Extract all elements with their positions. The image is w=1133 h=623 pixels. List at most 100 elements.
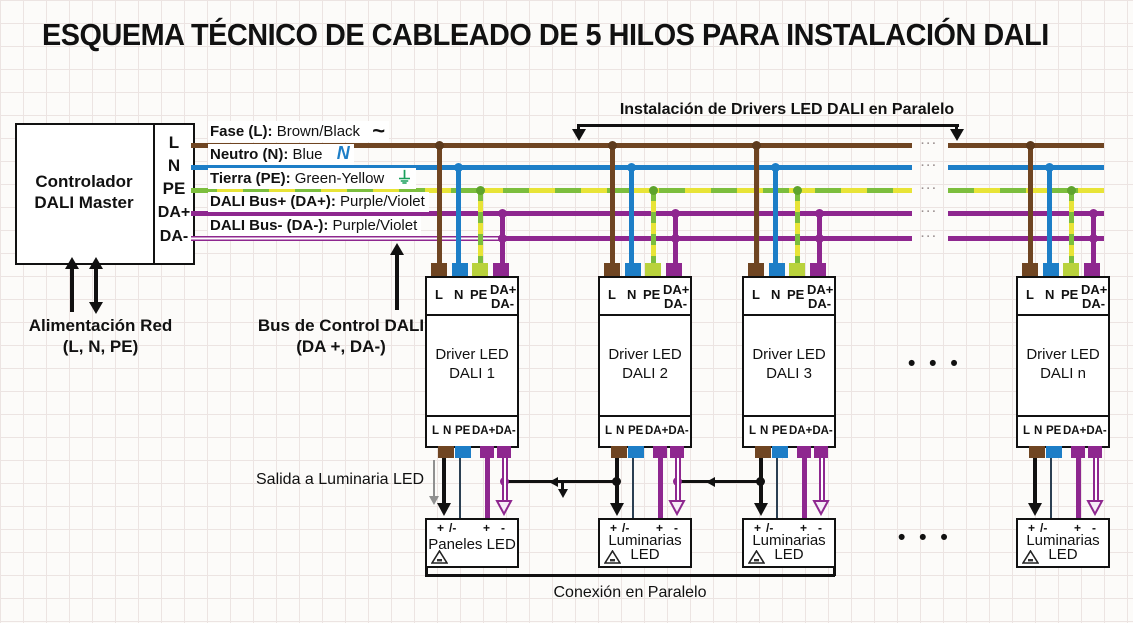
controller-terminal-l: L: [168, 133, 180, 152]
alimentacion-double-arrow-down-icon: [88, 302, 103, 314]
tierra-bus-wire-right: [948, 188, 1104, 193]
tierra-wire-label-color: Green-Yellow: [294, 170, 385, 187]
terminal-pad-l: [748, 263, 764, 276]
driver-2-column: L N PE DA+ DA- Driver LED DALI 2 L N PE …: [598, 0, 692, 623]
terminal-label-da-plus: DA+: [490, 282, 517, 297]
bus-gap-dots-fase: ···: [921, 138, 938, 150]
output-wire-power: [442, 458, 446, 504]
output-wire-power: [1033, 458, 1037, 504]
warning-triangle-icon: [431, 550, 448, 564]
bus-gap-dots-neutro: ···: [921, 160, 938, 172]
dali-minus-wire-label-color: Purple/Violet: [332, 217, 418, 234]
output-pad-da-minus: [814, 446, 828, 458]
driver-top-terminals: L N PE DA+ DA-: [600, 278, 690, 316]
terminal-pad-n: [1043, 263, 1059, 276]
alimentacion-double-arrow-shaft: [94, 266, 98, 304]
junction-dot: [498, 209, 507, 218]
terminal-pad-da: [493, 263, 509, 276]
junction-dot: [793, 186, 802, 195]
alimentacion-label-line1: Alimentación Red: [28, 316, 173, 335]
load-title: Paneles LED: [428, 536, 516, 553]
alimentacion-label-line2: (L, N, PE): [62, 337, 139, 356]
fase-bus-wire-left: [191, 143, 912, 148]
alimentacion-up-arrow-shaft: [70, 266, 74, 312]
dali-minus-bus-wire-left: [505, 236, 912, 241]
neutro-wire-label: Neutro (N): Blue N: [208, 144, 354, 165]
dali-plus-output-wire: [658, 458, 663, 518]
driver-title: Driver LED DALI 2: [608, 346, 682, 382]
output-wire-neutral: [459, 458, 461, 518]
dali-minus-output-wire: [1093, 458, 1099, 502]
driver-1-column: L N PE DA+ DA- Driver LED DALI 1 L N PE …: [425, 0, 519, 623]
output-pad-da-minus: [1088, 446, 1102, 458]
dali-minus-wire-label: DALI Bus- (DA-): Purple/Violet: [208, 216, 422, 236]
output-power-arrow-icon: [754, 503, 768, 516]
alimentacion-up-arrow-icon: [64, 257, 79, 269]
terminal-pad-pe: [789, 263, 805, 276]
driver-bottom-terminals: L N PE DA+DA-: [1018, 415, 1108, 446]
terminal-pad-l: [604, 263, 620, 276]
conexion-label: Conexión en Paralelo: [553, 584, 707, 601]
fase-wire-label-color: Brown/Black: [276, 123, 361, 140]
driver-box-2: L N PE DA+ DA- Driver LED DALI 2 L N PE …: [598, 276, 692, 448]
load-terminal-minus-slash: /-: [449, 521, 457, 535]
load-box-3: + /- + - Luminarias LED: [742, 518, 836, 568]
load-title: Luminarias: [1026, 532, 1100, 549]
terminal-pad-l: [431, 263, 447, 276]
fase-drop-wire: [754, 145, 759, 264]
dali-plus-output-wire: [1076, 458, 1081, 518]
tierra-bus-wire-left: [191, 188, 912, 193]
junction-dot: [1026, 141, 1035, 150]
daisy-chain-connector-1: [505, 480, 617, 483]
terminal-pad-n: [625, 263, 641, 276]
warning-triangle-icon: [1022, 550, 1039, 564]
junction-dot: [1067, 186, 1076, 195]
junction-dot: [1089, 209, 1098, 218]
bus-gap-dots-dali-minus: ···: [921, 231, 938, 243]
tierra-drop-wire: [795, 190, 800, 264]
driver-box-n: L N PE DA+ DA- Driver LED DALI n L N PE …: [1016, 276, 1110, 448]
conexion-bracket-left-tick: [425, 563, 428, 576]
dali-plus-wire-label-bold: DALI Bus+ (DA+):: [210, 193, 336, 210]
neutro-drop-wire: [629, 167, 634, 264]
dali-minus-bus-wire-start: [191, 236, 505, 241]
tierra-wire-label: Tierra (PE): Green-Yellow ⏚: [208, 168, 417, 189]
bus-control-arrow-icon: [389, 243, 404, 255]
driver-bottom-terminals: L N PE DA+DA-: [427, 415, 517, 446]
parallel-installation-label: Instalación de Drivers LED DALI en Paral…: [619, 101, 955, 118]
controller-label-line1: Controlador: [35, 172, 133, 191]
output-power-arrow-icon: [437, 503, 451, 516]
output-pad-n: [455, 446, 471, 458]
parallel-installation-bracket: [578, 124, 959, 127]
neutro-wire-label-color: Blue: [292, 146, 323, 163]
bracket-right-stub: [955, 124, 958, 130]
connector-left-arrow-icon: [549, 476, 558, 487]
driver-box-1: L N PE DA+ DA- Driver LED DALI 1 L N PE …: [425, 276, 519, 448]
dali-minus-bus-wire-right: [948, 236, 1104, 241]
output-wire-neutral: [1050, 458, 1052, 518]
bracket-left-stub: [577, 124, 580, 130]
output-power-arrow-icon: [1028, 503, 1042, 516]
tierra-drop-wire: [1069, 190, 1074, 264]
fase-drop-wire: [610, 145, 615, 264]
junction-dot: [498, 234, 507, 243]
output-pad-n: [1046, 446, 1062, 458]
output-pad-l: [755, 446, 771, 458]
load-title: Luminarias: [752, 532, 826, 549]
dali-plus-wire-label: DALI Bus+ (DA+): Purple/Violet: [208, 192, 429, 212]
warning-triangle-icon: [748, 550, 765, 564]
output-pad-l: [438, 446, 454, 458]
junction-dot: [671, 234, 680, 243]
driver-top-terminals: L N PE DA+ DA-: [744, 278, 834, 316]
continuation-dots-mid: • • •: [908, 352, 962, 375]
controller-label-line2: DALI Master: [34, 193, 134, 212]
driver-bottom-terminals: L N PE DA+DA-: [744, 415, 834, 446]
output-pad-n: [628, 446, 644, 458]
load-terminal-da-minus: -: [501, 521, 505, 535]
salida-arrow-shaft: [433, 460, 435, 498]
output-pad-n: [772, 446, 788, 458]
tierra-wire-label-bold: Tierra (PE):: [210, 170, 291, 187]
bus-gap-dots-tierra: ···: [921, 183, 938, 195]
terminal-pad-n: [452, 263, 468, 276]
terminal-label-n: N: [454, 287, 464, 302]
